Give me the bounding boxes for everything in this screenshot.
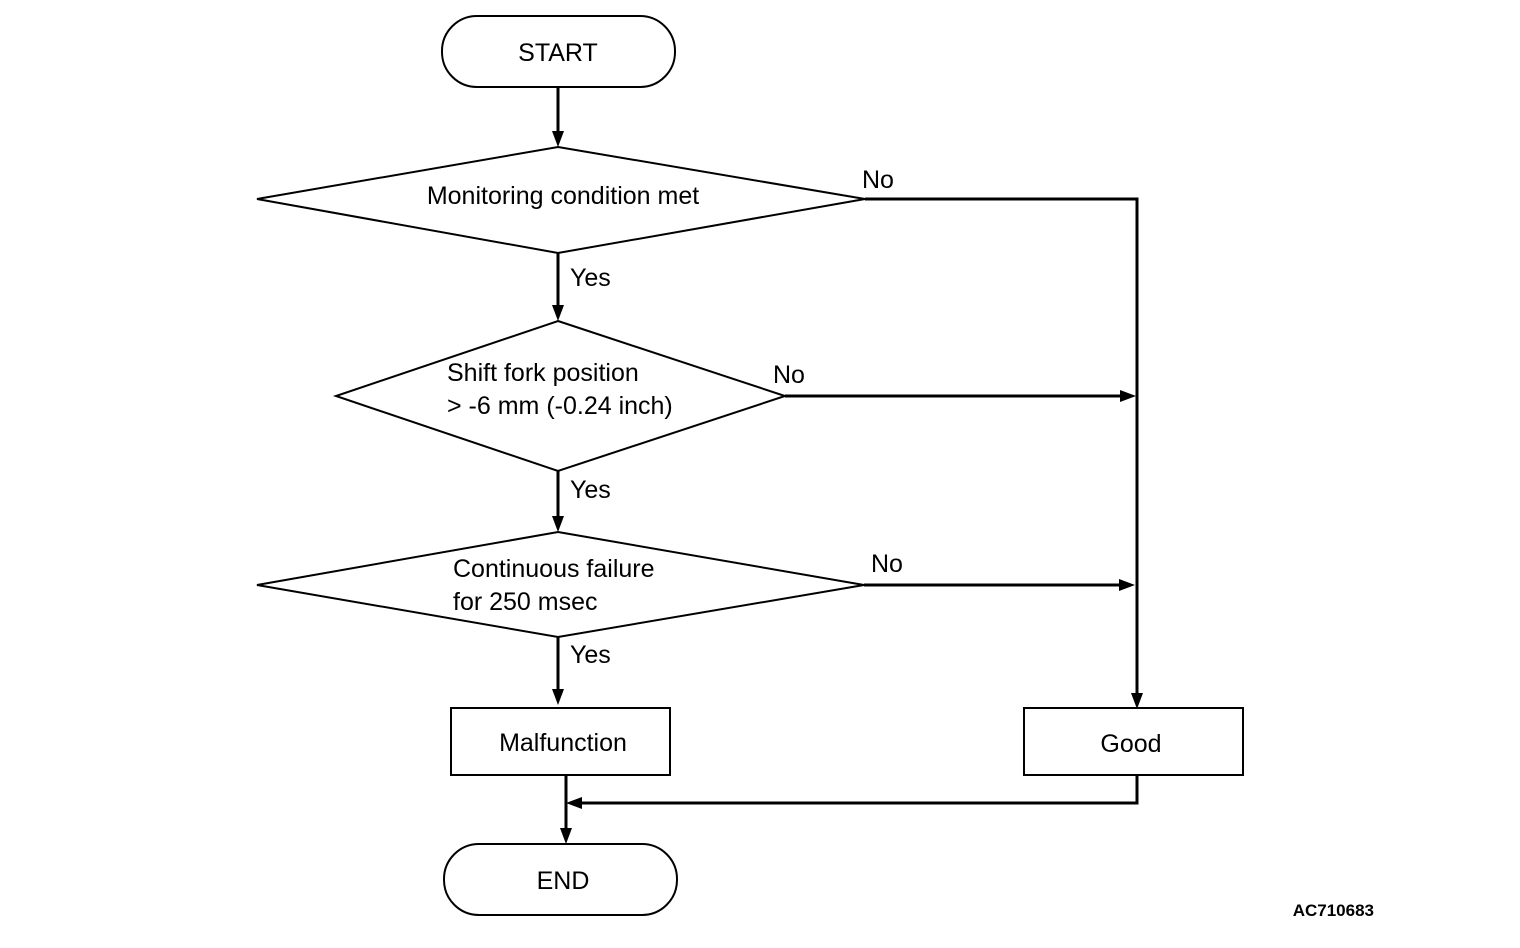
decision2-no-label: No [773, 361, 805, 389]
decision1-yes-label: Yes [570, 264, 611, 292]
end-label: END [537, 867, 590, 895]
end-terminator: END [443, 843, 678, 916]
decision-shift-fork-position: Shift fork position > -6 mm (-0.24 inch) [332, 319, 789, 473]
decision1-no-label: No [862, 166, 894, 194]
connector-malfunction-to-end [560, 775, 572, 844]
connector-decision1-yes: Yes [552, 253, 611, 321]
connector-decision3-yes: Yes [552, 637, 611, 705]
figure-id-label: AC710683 [1293, 901, 1374, 920]
decision-shift-fork-line2: > -6 mm (-0.24 inch) [447, 392, 673, 420]
connector-decision3-no: No [864, 550, 1135, 591]
start-terminator: START [441, 15, 676, 88]
decision-continuous-failure-line2: for 250 msec [453, 588, 598, 616]
malfunction-box: Malfunction [450, 707, 671, 776]
decision2-yes-label: Yes [570, 476, 611, 504]
decision3-yes-label: Yes [570, 641, 611, 669]
start-label: START [518, 39, 598, 67]
connector-decision2-yes: Yes [552, 471, 611, 532]
decision-monitoring-condition-label: Monitoring condition met [427, 182, 699, 210]
good-box: Good [1023, 707, 1244, 776]
connector-decision1-no: No [862, 166, 1143, 709]
decision-continuous-failure-line1: Continuous failure [453, 555, 655, 583]
decision-continuous-failure: Continuous failure for 250 msec [256, 530, 865, 639]
connector-decision2-no: No [773, 361, 1136, 402]
good-label: Good [1100, 730, 1161, 758]
connector-start-to-decision1 [552, 87, 564, 147]
decision-shift-fork-line1: Shift fork position [447, 359, 639, 387]
decision-monitoring-condition: Monitoring condition met [256, 145, 866, 255]
malfunction-label: Malfunction [499, 729, 627, 757]
connector-good-to-end [566, 775, 1139, 809]
decision3-no-label: No [871, 550, 903, 578]
